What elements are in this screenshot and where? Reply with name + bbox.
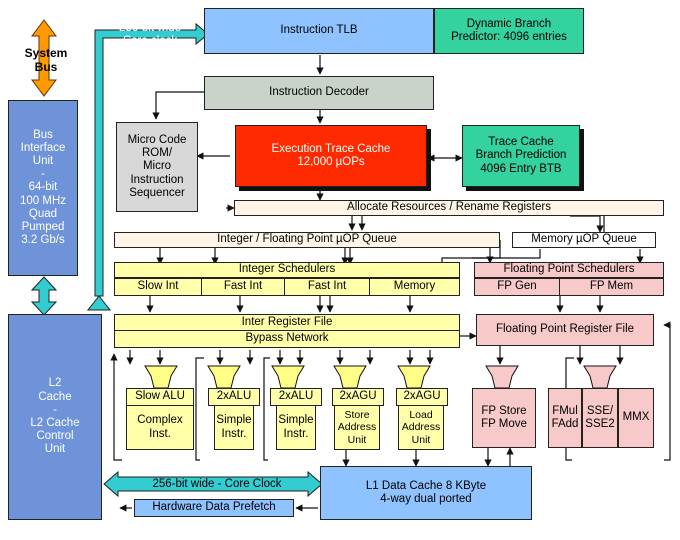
scheduler-fast-int-2: Fast Int	[284, 278, 370, 296]
top-core-bus	[86, 22, 209, 311]
scheduler-slow-int: Slow Int	[114, 278, 202, 296]
fp-fmul-fadd: FMul FAdd	[548, 388, 582, 448]
l1-data-cache: L1 Data Cache 8 KByte 4-way dual ported	[320, 466, 532, 520]
bus-interface-unit: Bus Interface Unit - 64-bit 100 MHz Quad…	[8, 100, 78, 276]
trace-cache-branch-prediction: Trace Cache Branch Prediction 4096 Entry…	[462, 125, 580, 187]
alu-shapes	[144, 365, 431, 389]
exec-unit-head-agu-2: 2xAGU	[396, 388, 448, 406]
top-bus-label: 256-bit wide Core clock	[118, 22, 181, 48]
scheduler-fast-int-1: Fast Int	[201, 278, 285, 296]
branch-predictor: Dynamic Branch Predictor: 4096 entries	[434, 8, 584, 54]
hardware-data-prefetch: Hardware Data Prefetch	[134, 499, 294, 517]
bottom-bus-label: 256-bit wide - Core Clock	[152, 478, 282, 490]
int-fp-uop-queue: Integer / Floating Point µOP Queue	[114, 232, 500, 248]
exec-unit-body-simple-1: Simple Instr.	[214, 405, 254, 450]
memory-uop-queue: Memory µOP Queue	[512, 232, 656, 248]
fp-mmx: MMX	[618, 388, 654, 448]
fp-store-move: FP Store FP Move	[472, 388, 536, 448]
system-bus-arrow	[31, 19, 57, 97]
exec-unit-body-store: Store Address Unit	[334, 405, 380, 450]
fp-schedulers-title: Floating Point Schedulers	[474, 262, 664, 278]
scheduler-memory: Memory	[369, 278, 460, 296]
bus-l2-arrow	[30, 276, 58, 316]
exec-unit-head-alu-1: 2xALU	[208, 388, 260, 406]
integer-schedulers-title: Integer Schedulers	[114, 262, 460, 278]
scheduler-fp-mem: FP Mem	[559, 278, 664, 296]
exec-unit-body-complex: Complex Inst.	[126, 405, 194, 450]
fp-alu-shapes	[485, 365, 617, 389]
allocate-rename: Allocate Resources / Rename Registers	[234, 200, 664, 216]
instruction-decoder: Instruction Decoder	[204, 76, 434, 110]
microcode-rom: Micro Code ROM/ Micro Instruction Sequen…	[116, 122, 198, 212]
exec-unit-head-slow-alu: Slow ALU	[126, 388, 194, 406]
exec-unit-body-load: Load Address Unit	[398, 405, 444, 450]
scheduler-fp-gen: FP Gen	[474, 278, 560, 296]
exec-unit-head-alu-2: 2xALU	[270, 388, 322, 406]
system-bus-label: System Bus	[24, 46, 68, 74]
l2-cache: L2 Cache - L2 Cache Control Unit	[8, 314, 102, 520]
instruction-tlb: Instruction TLB	[204, 8, 434, 54]
execution-trace-cache: Execution Trace Cache 12,000 µOPs	[235, 125, 427, 187]
bypass-network: Bypass Network	[114, 330, 460, 348]
fp-register-file: Floating Point Register File	[476, 314, 654, 346]
exec-unit-head-agu-1: 2xAGU	[332, 388, 384, 406]
inter-register-file: Inter Register File	[114, 314, 460, 331]
exec-unit-body-simple-2: Simple Instr.	[276, 405, 316, 450]
fp-sse: SSE/ SSE2	[582, 388, 618, 448]
